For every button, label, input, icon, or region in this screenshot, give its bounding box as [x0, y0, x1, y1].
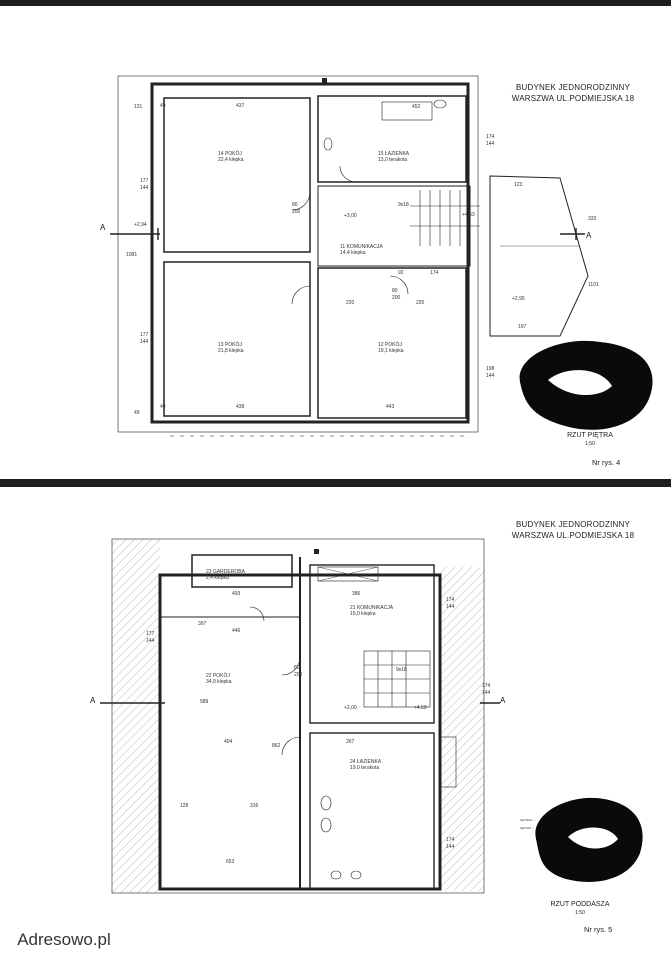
dimension-label: 131 — [134, 104, 143, 110]
dimension-label: 220 — [346, 300, 355, 306]
dimension-label: 653 — [226, 859, 235, 865]
dimension-label: 404 — [224, 739, 233, 745]
dimension-label: 1081 — [126, 252, 138, 258]
dimension-label: 333 — [588, 216, 597, 222]
plan-scale: 1:50 — [585, 441, 595, 447]
dimension-label: 80 — [294, 665, 300, 671]
dimension-label: 144 — [446, 844, 455, 850]
room-label: 22 POKÓJ 34,9 klepka — [206, 673, 232, 685]
title-line-1: BUDYNEK JEDNORODZINNY — [516, 83, 630, 92]
floor-plan-sheet-attic: BUDYNEK JEDNORODZINNY WARSZWA UL.PODMIEJ… — [0, 487, 671, 960]
plan-scale: 1:50 — [575, 910, 585, 916]
room-label: 24 ŁAZIENKA 19,0 terakota — [350, 759, 382, 771]
dimension-label: 316 — [250, 803, 259, 809]
dimension-label: 92 — [398, 270, 404, 276]
dimension-label: 174 — [430, 270, 439, 276]
dimension-label: 200 — [292, 209, 301, 215]
dimension-label: +4,53 — [462, 212, 475, 218]
adresowo-watermark: Adresowo.pl — [0, 919, 128, 960]
title-line-1: BUDYNEK JEDNORODZINNY — [516, 520, 630, 529]
dimension-label: 144 — [482, 690, 491, 696]
dimension-label: 446 — [232, 628, 241, 634]
dimension-label: 452 — [412, 104, 421, 110]
dimension-label: 144 — [486, 141, 495, 147]
dimension-label: 386 — [352, 591, 361, 597]
dimension-label: 144 — [140, 339, 149, 345]
dimension-label: 144 — [486, 373, 495, 379]
dimension-label: 177 — [140, 332, 149, 338]
dimension-label: 438 — [236, 404, 245, 410]
dimension-label: 437 — [236, 103, 245, 109]
section-marker-left: A — [90, 696, 96, 705]
dimension-label: +2,00 — [344, 705, 357, 711]
dimension-label: 174 — [446, 597, 455, 603]
redaction-blot — [519, 340, 653, 430]
section-marker-right: A — [500, 696, 506, 705]
dimension-label: 174 — [482, 683, 491, 689]
sheet1-title: BUDYNEK JEDNORODZINNY WARSZWA UL.PODMIEJ… — [498, 82, 648, 104]
dimension-label: 9x18 — [398, 202, 409, 208]
author-credit: opraco... — [520, 817, 536, 822]
dimension-label: 174 — [446, 837, 455, 843]
dimension-label: 862 — [272, 743, 281, 749]
dimension-label: 589 — [200, 699, 209, 705]
dimension-label: 197 — [518, 324, 527, 330]
dimension-label: 144 — [146, 638, 155, 644]
section-marker-left: A — [100, 223, 106, 232]
room-label: 15 ŁAZIENKA 13,0 terakota — [378, 151, 410, 163]
plan-name: RZUT PIĘTRA — [567, 432, 613, 439]
drawing-number: Nr rys. 4 — [592, 458, 621, 467]
sheet2-title: BUDYNEK JEDNORODZINNY WARSZWA UL.PODMIEJ… — [498, 519, 648, 541]
checker-credit: spraw... — [520, 825, 534, 830]
room-label: 21 KOMUNIKACJA 15,0 klepka — [350, 605, 394, 617]
room-label: 11 KOMUNIKACJA 14,4 klepka — [340, 244, 383, 256]
dimension-label: 144 — [446, 604, 455, 610]
attic-plan-drawing — [100, 538, 500, 894]
dimension-label: 1101 — [588, 282, 599, 288]
dimension-label: 144 — [140, 185, 149, 191]
dimension-label: 128 — [180, 803, 189, 809]
room-label: 23 GARDEROBA 2,4 klepka — [206, 569, 245, 581]
dimension-label: 200 — [294, 672, 303, 678]
dimension-label: 267 — [346, 739, 355, 745]
dimension-label: 49 — [134, 410, 140, 416]
dimension-label: 198 — [486, 366, 495, 372]
dimension-label: 177 — [146, 631, 155, 637]
title-line-2: WARSZWA UL.PODMIEJSKA 18 — [511, 94, 635, 103]
dimension-label: 220 — [416, 300, 425, 306]
title-line-2: WARSZWA UL.PODMIEJSKA 18 — [511, 531, 635, 540]
redaction-blot — [535, 797, 643, 882]
dimension-label: 9x18 — [396, 667, 407, 673]
room-label: 12 POKÓJ 19,1 klepka — [378, 342, 404, 354]
room-label: 13 POKÓJ 21,8 klepka — [218, 342, 244, 354]
drawing-number: Nr rys. 5 — [584, 925, 613, 934]
dimension-label: 80 — [392, 288, 398, 294]
dimension-label: +2,95 — [512, 296, 525, 302]
dimension-label: +2,94 — [134, 222, 147, 228]
plan-name: RZUT PODDASZA — [550, 901, 610, 908]
dimension-label: 49 — [160, 404, 166, 410]
dimension-label: 200 — [392, 295, 401, 301]
dimension-label: 493 — [232, 591, 241, 597]
first-floor-plan-drawing — [110, 75, 589, 437]
dimension-label: 80 — [292, 202, 298, 208]
dimension-label: 177 — [140, 178, 149, 184]
section-marker-right: A — [586, 231, 592, 240]
dimension-label: 397 — [198, 621, 207, 627]
dimension-label: 174 — [486, 134, 495, 140]
dimension-label: +4,50 — [414, 705, 427, 711]
dimension-label: 443 — [386, 404, 395, 410]
dimension-label: 123 — [514, 182, 523, 188]
floor-plan-sheet-first-floor: BUDYNEK JEDNORODZINNY WARSZWA UL.PODMIEJ… — [0, 6, 671, 479]
room-label: 14 POKÓJ 22,4 klepka — [218, 151, 244, 163]
dimension-label: 49 — [160, 103, 166, 109]
dimension-label: +3,00 — [344, 213, 357, 219]
